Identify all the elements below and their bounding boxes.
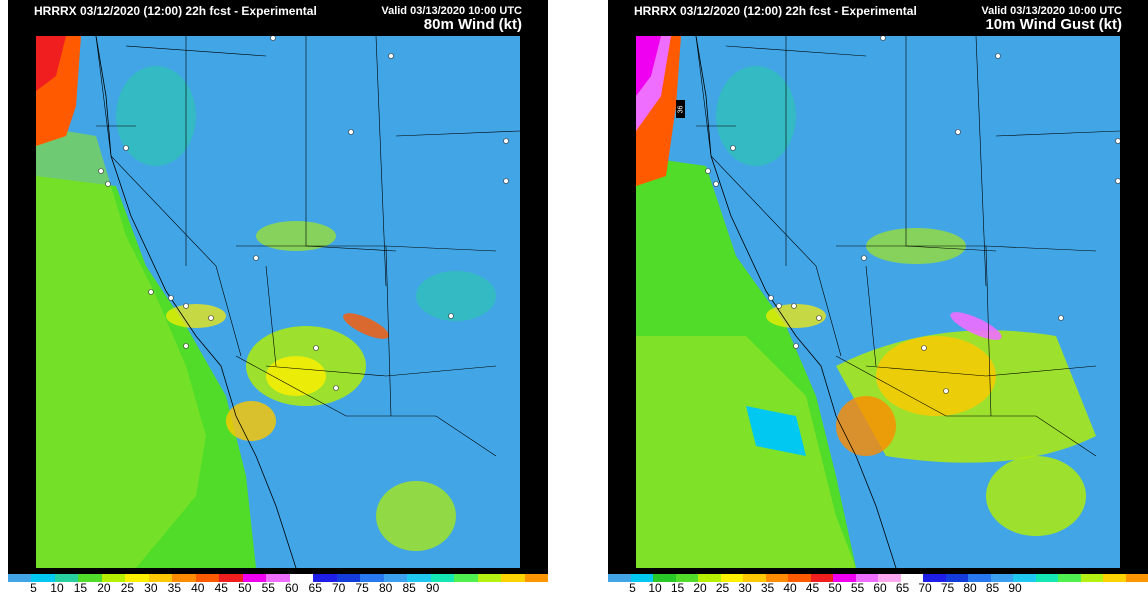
map-frame: 36 HRRRX 03/12/2020 (12:00) 22h fcst - E… — [608, 0, 1148, 574]
colorbar-swatch — [608, 574, 631, 582]
panel-title: 80m Wind (kt) — [381, 17, 522, 33]
colorbar-tick-label: 30 — [144, 581, 157, 595]
colorbar-swatch — [501, 574, 524, 582]
colorbar-tick-label: 70 — [918, 581, 931, 595]
colorbar-tick-label: 40 — [191, 581, 204, 595]
colorbar-swatch — [1081, 574, 1104, 582]
colorbar-swatch — [1103, 574, 1126, 582]
colorbar-tick-label: 30 — [738, 581, 751, 595]
map-image — [36, 36, 520, 568]
station-marker-label: 36 — [677, 105, 684, 113]
station-marker: 36 — [676, 100, 685, 118]
colorbar-tick-label: 85 — [402, 581, 415, 595]
colorbar-tick-label: 75 — [355, 581, 368, 595]
colorbar: 5 10 15 20 25 30 35 40 45 50 55 60 65 70 75 80 85 90 — [8, 574, 548, 594]
colorbar-swatch — [1058, 574, 1081, 582]
colorbar-tick-label: 90 — [1008, 581, 1021, 595]
colorbar-swatch — [478, 574, 501, 582]
valid-time-block: Valid 03/13/2020 10:00 UTC 80m Wind (kt) — [381, 6, 522, 33]
colorbar-tick-label: 5 — [30, 581, 37, 595]
colorbar-tick-label: 15 — [671, 581, 684, 595]
colorbar-tick-label: 60 — [873, 581, 886, 595]
colorbar-tick-label: 35 — [761, 581, 774, 595]
colorbar-swatch — [454, 574, 477, 582]
colorbar-labels: 5 10 15 20 25 30 35 40 45 50 55 60 65 70 75 80 85 90 — [608, 582, 1148, 594]
colorbar-tick-label: 10 — [50, 581, 63, 595]
wind-gust-map-10m[interactable] — [636, 36, 1120, 568]
map-frame: HRRRX 03/12/2020 (12:00) 22h fcst - Expe… — [8, 0, 548, 574]
valid-time-block: Valid 03/13/2020 10:00 UTC 10m Wind Gust… — [981, 6, 1122, 33]
map-image — [636, 36, 1120, 568]
colorbar-tick-label: 25 — [716, 581, 729, 595]
colorbar-swatch — [1036, 574, 1059, 582]
wind-map-80m[interactable] — [36, 36, 520, 568]
colorbar-swatch — [1126, 574, 1148, 582]
colorbar-tick-label: 90 — [426, 581, 439, 595]
colorbar-tick-label: 80 — [379, 581, 392, 595]
colorbar-tick-label: 20 — [97, 581, 110, 595]
colorbar-swatch — [525, 574, 548, 582]
colorbar-tick-label: 15 — [74, 581, 87, 595]
panel-title: 10m Wind Gust (kt) — [981, 17, 1122, 33]
colorbar-tick-label: 85 — [986, 581, 999, 595]
colorbar-tick-label: 60 — [285, 581, 298, 595]
colorbar-tick-label: 75 — [941, 581, 954, 595]
colorbar-tick-label: 10 — [648, 581, 661, 595]
colorbar-tick-label: 45 — [806, 581, 819, 595]
colorbar-swatch — [8, 574, 31, 582]
colorbar-tick-label: 25 — [121, 581, 134, 595]
colorbar-tick-label: 65 — [309, 581, 322, 595]
colorbar-tick-label: 55 — [262, 581, 275, 595]
panel-80m-wind: HRRRX 03/12/2020 (12:00) 22h fcst - Expe… — [8, 0, 548, 594]
colorbar-tick-label: 5 — [629, 581, 636, 595]
forecast-header: HRRRX 03/12/2020 (12:00) 22h fcst - Expe… — [34, 4, 317, 18]
colorbar-tick-label: 35 — [168, 581, 181, 595]
panel-10m-wind-gust: 36 HRRRX 03/12/2020 (12:00) 22h fcst - E… — [608, 0, 1148, 594]
colorbar-tick-label: 45 — [215, 581, 228, 595]
colorbar-tick-label: 70 — [332, 581, 345, 595]
colorbar-labels: 5 10 15 20 25 30 35 40 45 50 55 60 65 70 75 80 85 90 — [8, 582, 548, 594]
colorbar-tick-label: 80 — [963, 581, 976, 595]
colorbar-tick-label: 40 — [783, 581, 796, 595]
forecast-header: HRRRX 03/12/2020 (12:00) 22h fcst - Expe… — [634, 4, 917, 18]
colorbar-tick-label: 50 — [238, 581, 251, 595]
colorbar-tick-label: 65 — [896, 581, 909, 595]
colorbar-tick-label: 50 — [828, 581, 841, 595]
colorbar-tick-label: 20 — [693, 581, 706, 595]
colorbar: 5 10 15 20 25 30 35 40 45 50 55 60 65 70 75 80 85 90 — [608, 574, 1148, 594]
colorbar-tick-label: 55 — [851, 581, 864, 595]
colorbar-swatches — [8, 574, 548, 582]
